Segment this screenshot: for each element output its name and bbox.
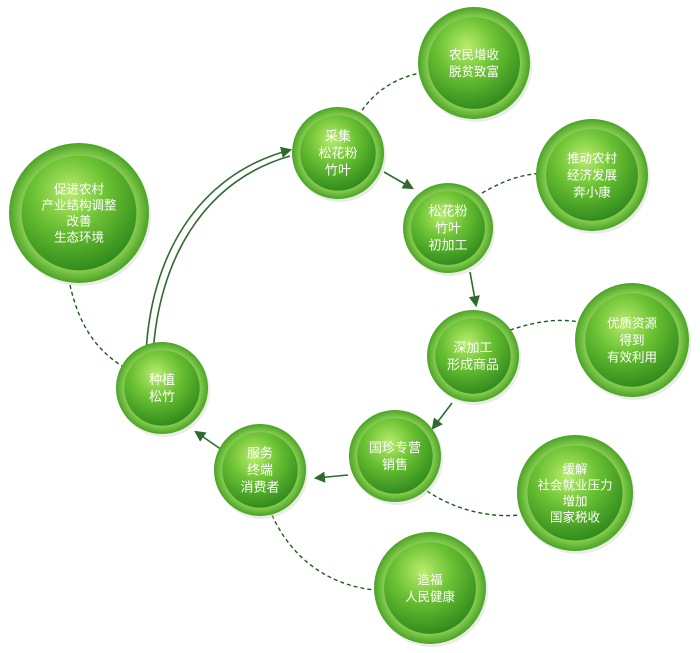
cycle-node-deep-label-line: 深加工 <box>453 341 492 356</box>
arrow-plant-to-collect-inner <box>152 155 291 356</box>
benefit-node-environment-label-line: 生态环境 <box>54 230 104 245</box>
connector-employment <box>426 490 521 517</box>
benefit-node-environment-label-line: 产业结构调整 <box>41 198 117 213</box>
arrow-plant-to-collect <box>145 146 293 356</box>
cycle-node-service-label-line: 服务 <box>247 446 273 462</box>
cycle-node-primary-circle <box>411 191 485 265</box>
cycle-node-sales-label-line: 国珍专营 <box>369 441 421 456</box>
cycle-node-collect-label-line: 松花粉 <box>318 146 357 162</box>
benefit-node-health-circle <box>384 542 476 634</box>
cycle-node-collect-circle <box>300 115 376 191</box>
benefit-node-environment-label-line: 促进农村 <box>54 182 105 197</box>
benefit-node-environment-label-line: 改善 <box>66 214 91 229</box>
benefit-node-employment-label-line: 社会就业压力 <box>537 478 612 493</box>
benefit-node-rural-label-line: 推动农村 <box>567 151 618 166</box>
cycle-node-sales-circle <box>357 418 433 494</box>
benefit-node-resources-circle <box>585 293 679 387</box>
benefit-node-rural-label-line: 奔小康 <box>573 185 611 200</box>
cycle-node-plant-label-line: 种植 <box>149 373 175 388</box>
connector-health <box>271 514 376 591</box>
cycle-node-service-circle <box>222 432 298 508</box>
benefit-node-rural-circle <box>546 129 638 221</box>
benefit-node-resources-label-line: 优质资源 <box>607 316 658 331</box>
benefit-node-resources-label-line: 有效利用 <box>607 350 657 365</box>
cycle-node-sales-label-line: 销售 <box>382 457 408 473</box>
cycle-node-service-label-line: 终端 <box>247 463 273 479</box>
connector-environment <box>69 284 123 367</box>
benefit-node-rural-label-line: 经济发展 <box>567 168 617 183</box>
arrow-primary-to-deep <box>468 271 480 308</box>
cycle-node-primary-label-line: 松花粉 <box>428 204 467 220</box>
arrow-collect-to-primary <box>383 171 414 190</box>
benefit-node-health-label-line: 人民健康 <box>405 589 456 604</box>
cycle-node-service-label-line: 消费者 <box>240 481 279 496</box>
cycle-node-primary-label-line: 竹叶 <box>435 222 461 237</box>
cycle-node-collect-label-line: 采集 <box>325 129 351 145</box>
cycle-node-primary-label-line: 初加工 <box>428 239 467 254</box>
arrow-service-to-plant <box>194 430 223 451</box>
benefit-node-employment-label-line: 增加 <box>562 494 587 509</box>
benefit-node-farmers-circle <box>428 17 520 109</box>
benefit-node-farmers-label-line: 农民增收 <box>449 47 500 62</box>
cycle-node-plant-circle <box>124 350 200 426</box>
benefit-node-farmers-label-line: 脱贫致富 <box>449 64 499 79</box>
connector-farmers <box>357 71 425 117</box>
flow-arrows <box>145 146 480 483</box>
connector-resources <box>509 319 581 331</box>
connector-rural <box>481 172 543 194</box>
arrow-sales-to-service <box>313 471 349 483</box>
cycle-node-collect-label-line: 竹叶 <box>325 164 351 179</box>
benefit-node-environment-circle <box>21 155 137 271</box>
benefit-node-health-label-line: 造福 <box>417 572 442 587</box>
arrow-deep-to-sales <box>431 402 453 430</box>
cycle-node-deep-label-line: 形成商品 <box>447 358 499 373</box>
benefit-node-resources-label-line: 得到 <box>619 333 644 348</box>
benefit-node-employment-circle <box>527 445 623 541</box>
benefit-node-employment-label-line: 缓解 <box>562 462 587 477</box>
cycle-node-deep-circle <box>435 318 511 394</box>
benefit-node-employment-label-line: 国家税收 <box>550 510 601 525</box>
cycle-node-plant-label-line: 松竹 <box>149 390 175 405</box>
